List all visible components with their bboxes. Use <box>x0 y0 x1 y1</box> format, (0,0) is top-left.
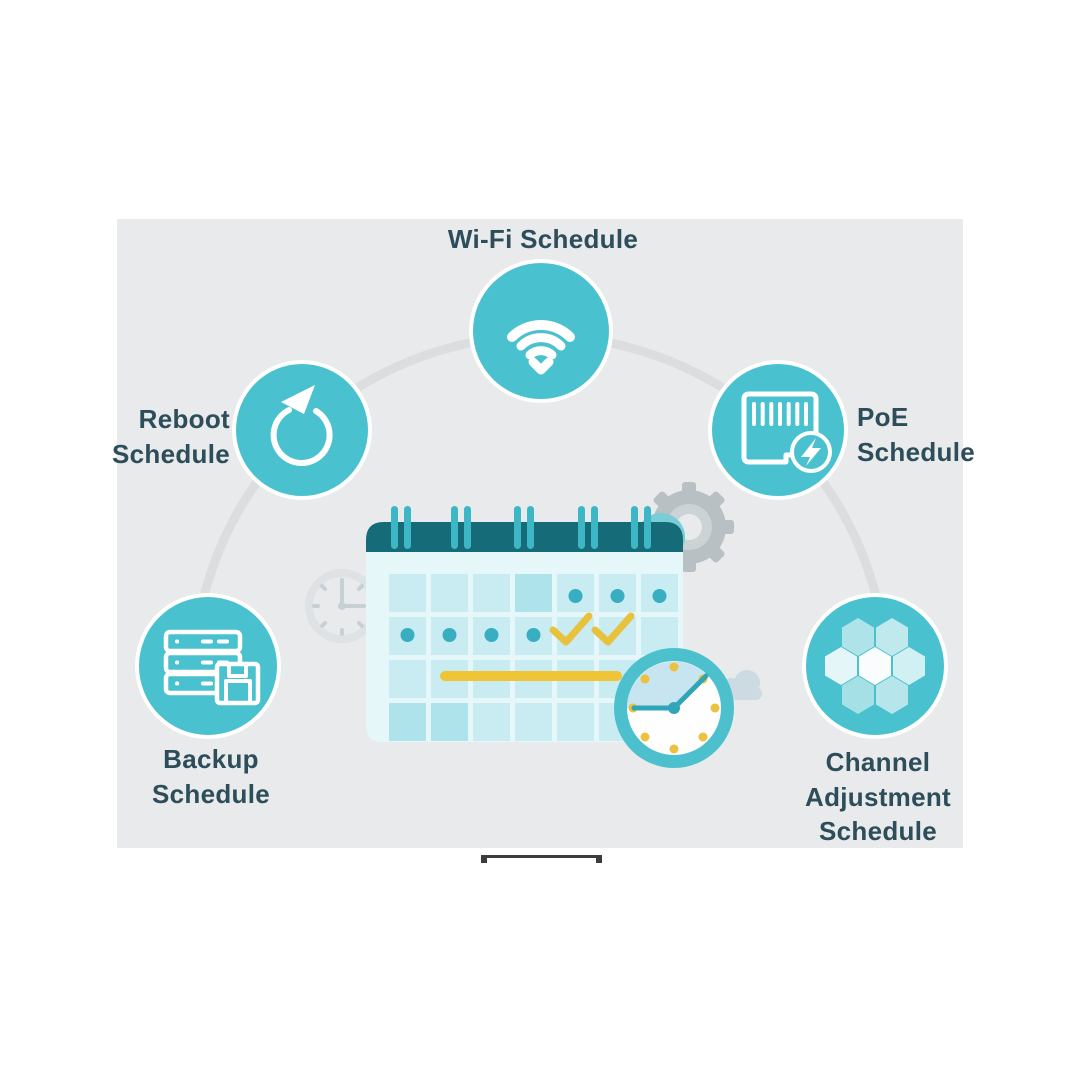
channel-label-line2: Adjustment <box>805 781 951 812</box>
backup-schedule-label-line1: Backup <box>163 744 259 774</box>
calendar-highlight-bar <box>440 671 622 681</box>
backup-schedule-label: Backup Schedule <box>120 742 302 812</box>
poe-schedule-label-line2: Schedule <box>857 437 975 467</box>
cropped-stand-graphic <box>481 854 602 863</box>
floppy-icon <box>214 661 261 706</box>
calendar-binder-rings <box>391 506 651 549</box>
clock-icon <box>614 648 734 768</box>
backup-schedule-label-line2: Schedule <box>152 779 270 809</box>
wifi-icon <box>507 320 575 375</box>
node-reboot <box>232 360 372 500</box>
poe-schedule-label: PoE Schedule <box>857 400 1027 470</box>
reboot-schedule-label: Reboot Schedule <box>60 402 230 472</box>
server-floppy-icon <box>163 629 261 706</box>
channel-label-line3: Schedule <box>819 816 937 846</box>
reboot-schedule-label-line2: Schedule <box>112 439 230 469</box>
node-channel <box>802 593 948 739</box>
stand-left-cap <box>481 855 487 863</box>
channel-label-line1: Channel <box>825 747 931 777</box>
lightning-icon <box>801 438 821 466</box>
node-poe <box>708 360 848 500</box>
poe-schedule-label-line1: PoE <box>857 402 909 432</box>
wifi-schedule-label-line: Wi-Fi Schedule <box>447 224 639 254</box>
stand-bar <box>481 855 602 858</box>
wifi-schedule-label: Wi-Fi Schedule <box>343 222 743 257</box>
reboot-arrow-icon <box>270 385 333 466</box>
calendar-icon <box>366 506 683 742</box>
stand-right-cap <box>596 855 602 863</box>
node-wifi <box>469 259 613 403</box>
hexagon-honeycomb-icon <box>825 618 925 714</box>
calendar-event-dots <box>400 589 667 642</box>
calendar-checkmarks <box>549 612 635 646</box>
reboot-schedule-label-line1: Reboot <box>138 404 230 434</box>
ethernet-port-lightning-icon <box>741 391 832 473</box>
channel-adjustment-schedule-label: Channel Adjustment Schedule <box>788 745 968 849</box>
faint-clock-icon <box>305 569 379 643</box>
node-backup <box>135 593 281 739</box>
clock-hands <box>631 673 709 711</box>
